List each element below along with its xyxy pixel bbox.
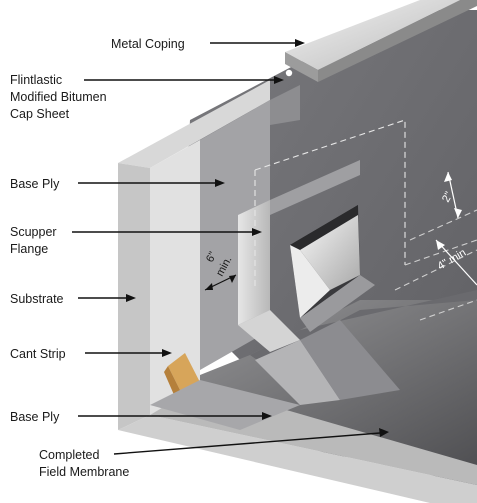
arrow-icon <box>205 283 213 290</box>
label-substrate: Substrate <box>10 292 64 306</box>
label-metal-coping: Metal Coping <box>111 37 185 51</box>
dimension-marks <box>204 171 477 291</box>
label-completed-line2: Field Membrane <box>39 465 129 479</box>
scupper-flange <box>238 160 360 352</box>
metal-coping <box>285 0 477 82</box>
arrowhead-icon <box>252 228 262 236</box>
arrow-icon <box>436 240 445 250</box>
arrowhead-icon <box>262 412 272 420</box>
scupper-lip <box>255 320 400 405</box>
arrowhead-icon <box>295 39 305 47</box>
label-flintlastic-line1: Flintlastic <box>10 73 62 87</box>
label-flintlastic-line3: Cap Sheet <box>10 107 70 121</box>
scupper-opening <box>290 205 375 332</box>
fastener-icon <box>285 69 293 77</box>
arrowhead-icon <box>162 349 172 357</box>
arrow-icon <box>444 172 452 182</box>
arrowhead-icon <box>274 76 284 84</box>
arrowhead-icon <box>126 294 136 302</box>
arrowhead-icon <box>379 428 389 437</box>
dim-four-line <box>435 239 477 286</box>
arrowhead-icon <box>215 179 225 187</box>
label-cant-strip: Cant Strip <box>10 347 66 361</box>
leader-lines <box>72 39 389 455</box>
label-base-ply-upper: Base Ply <box>10 177 60 191</box>
label-scupper-line1: Scupper <box>10 225 57 239</box>
label-base-ply-lower: Base Ply <box>10 410 60 424</box>
label-completed-line1: Completed <box>39 448 99 462</box>
arrow-icon <box>229 275 236 283</box>
label-scupper-line2: Flange <box>10 242 48 256</box>
label-flintlastic-line2: Modified Bitumen <box>10 90 107 104</box>
arrow-icon <box>454 208 462 218</box>
